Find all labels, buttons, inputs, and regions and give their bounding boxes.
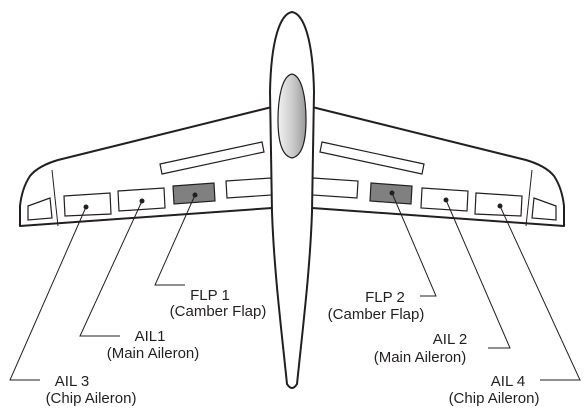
left-wingtip-panel <box>27 197 53 221</box>
ail1-leader-line <box>79 200 143 337</box>
flp1-leader-line <box>154 194 196 286</box>
flp2-desc-label: (Camber Flap) <box>328 306 425 323</box>
fuselage-outline <box>269 11 315 389</box>
ail2-desc-label: (Main Aileron) <box>374 349 467 366</box>
right-wingtip-panel <box>531 197 557 221</box>
right-inboard-surface <box>311 177 359 199</box>
ail3-leader-line <box>9 206 87 381</box>
canopy <box>277 73 307 159</box>
left-wing <box>19 105 277 227</box>
labels: FLP 1 (Camber Flap) FLP 2 (Camber Flap) … <box>46 287 540 407</box>
ail1-name-label: AIL1 <box>135 328 166 345</box>
flp2-leader-line <box>391 192 437 297</box>
leader-lines <box>9 190 581 381</box>
fuselage <box>269 11 315 389</box>
flp2-name-label: FLP 2 <box>365 289 405 306</box>
ail3-desc-label: (Chip Aileron) <box>46 390 137 407</box>
ail4-name-label: AIL 4 <box>491 373 525 390</box>
ail4-leader-line <box>499 205 581 381</box>
ail3-surface <box>63 192 112 217</box>
right-wing-outline <box>307 105 565 227</box>
left-wing-outline <box>19 105 277 227</box>
ail4-desc-label: (Chip Aileron) <box>449 390 540 407</box>
flp1-name-label: FLP 1 <box>190 287 230 304</box>
right-wing <box>307 105 565 227</box>
right-spoiler <box>319 141 425 175</box>
ail1-desc-label: (Main Aileron) <box>107 345 200 362</box>
left-spoiler <box>159 141 265 175</box>
left-inboard-surface <box>225 177 273 199</box>
left-wingtip-line <box>51 169 59 227</box>
ail2-name-label: AIL 2 <box>433 331 467 348</box>
right-wingtip-line <box>525 169 533 227</box>
ail2-leader-line <box>445 199 511 349</box>
flp1-desc-label: (Camber Flap) <box>170 303 267 320</box>
ail3-name-label: AIL 3 <box>55 373 89 390</box>
